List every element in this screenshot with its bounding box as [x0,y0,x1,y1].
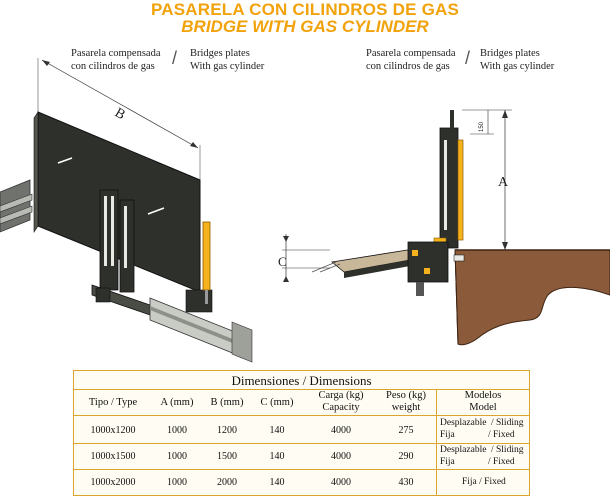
page-title: PASARELA CON CILINDROS DE GAS [150,0,460,19]
dimension-150-label: 150 [479,121,485,132]
side-section-drawing [282,109,610,346]
page-subtitle: BRIDGE WITH GAS CYLINDER [181,17,429,36]
left-caption-english: Bridges plates With gas cylinder [190,48,265,72]
right-caption-spanish: Pasarela compensada con cilindros de gas [366,48,456,72]
right-caption-divider: / [465,48,471,68]
dimension-a-label: A [498,175,509,190]
header-c: C (mm) [260,397,294,408]
dimension-b-label: B [112,105,128,123]
left-caption-spanish: Pasarela compensada con cilindros de gas [71,48,161,72]
isometric-bridge-drawing [0,58,253,363]
left-caption-divider: / [172,48,178,68]
table-title: Dimensiones / Dimensions [231,373,372,388]
header-type: Tipo / Type [88,397,138,408]
right-caption-english: Bridges plates With gas cylinder [480,48,555,72]
technical-drawings: B A C 150 [0,58,610,363]
header-b: B (mm) [210,397,244,408]
dimensions-table: Dimensiones / Dimensions Tipo / Type A (… [73,370,530,496]
header-load: Carga (kg) Capacity [318,390,364,413]
header-a: A (mm) [160,397,194,408]
dimension-c-label: C [278,254,287,269]
header-model: Modelos Model [464,390,502,413]
header-weight: Peso (kg) weight [386,390,426,413]
